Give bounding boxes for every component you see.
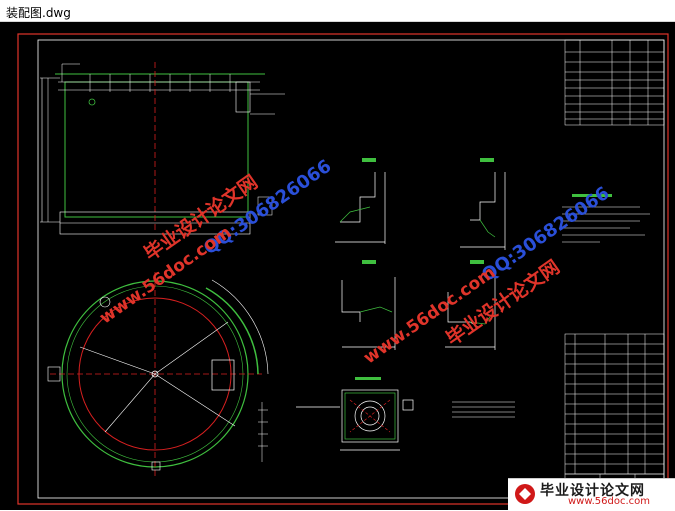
technical-notes xyxy=(562,194,650,243)
site-logo: 毕业设计论文网 www.56doc.com xyxy=(508,478,675,511)
elevation-view xyxy=(40,62,285,235)
logo-site: www.56doc.com xyxy=(568,496,651,507)
cad-drawing xyxy=(17,33,669,505)
detail-section-3 xyxy=(341,260,396,350)
window-titlebar: 装配图.dwg xyxy=(0,0,675,22)
logo-icon xyxy=(515,484,535,504)
detail-section-2 xyxy=(460,158,506,250)
drawing-border xyxy=(37,39,665,499)
drawing-frame xyxy=(17,33,669,505)
legend-lines xyxy=(452,401,515,418)
parameter-table xyxy=(564,39,665,126)
plan-view xyxy=(47,272,269,477)
detail-section-1 xyxy=(335,158,386,244)
manhole-detail xyxy=(296,377,414,451)
window-title: 装配图.dwg xyxy=(6,6,71,20)
detail-section-4 xyxy=(445,260,496,350)
parts-list-table xyxy=(564,333,665,475)
cad-drawing-canvas[interactable]: 毕业设计论文网 QQ:306826066 www.56doc.com 毕业设计论… xyxy=(0,22,675,510)
logo-name: 毕业设计论文网 xyxy=(540,483,645,499)
